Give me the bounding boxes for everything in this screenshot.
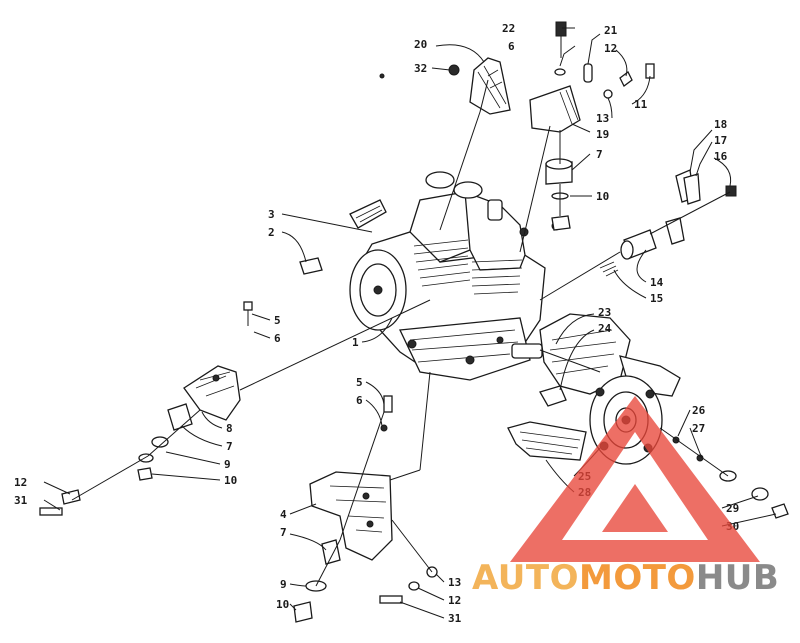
callout-2: 2 [268,226,275,239]
callout-32: 32 [414,62,427,75]
isolator-7-left [167,403,193,431]
automotohub-logo [510,396,760,562]
callout-10: 10 [276,598,289,611]
logo-triangle-icon [510,396,760,562]
callout-7: 7 [280,526,287,539]
callout-numbers: 20 32 22 6 21 12 11 13 19 7 10 18 17 16 … [14,22,739,625]
assembly-centerlines [71,79,731,587]
callout-16: 16 [714,150,728,163]
callout-9: 9 [280,578,287,591]
callout-3: 3 [268,208,275,221]
wordmark-auto: AUTO [472,558,579,598]
callout-22: 22 [502,22,515,35]
callout-1: 1 [352,336,359,349]
callout-6: 6 [508,40,515,53]
mount-bracket-20 [469,57,511,115]
callout-11: 11 [634,98,648,111]
callout-26: 26 [692,404,706,417]
engine-assembly [349,171,561,381]
wordmark-moto: MOTO [578,558,696,598]
decal-3 [349,199,387,229]
callout-6: 6 [274,332,281,345]
callout-21: 21 [604,24,618,37]
callout-24: 24 [598,322,612,335]
callout-15: 15 [650,292,663,305]
callout-7: 7 [226,440,233,453]
callout-9: 9 [224,458,231,471]
callout-8: 8 [226,422,233,435]
callout-12: 12 [604,42,617,55]
callout-29: 29 [726,502,739,515]
callout-14: 14 [650,276,664,289]
callout-13: 13 [596,112,609,125]
callout-4: 4 [280,508,287,521]
automotohub-wordmark: AUTOMOTOHUB [472,558,779,598]
callout-5: 5 [274,314,281,327]
callout-27: 27 [692,422,705,435]
isolator-7-bottom [321,539,341,565]
callout-31: 31 [448,612,462,625]
callout-18: 18 [714,118,727,131]
callout-19: 19 [596,128,609,141]
mount-bracket-19 [529,85,581,133]
mount-bracket-8 [183,365,241,421]
callout-10: 10 [596,190,609,203]
callout-13: 13 [448,576,461,589]
logo-triangle-inner-icon [602,484,668,532]
decal-2 [299,257,323,275]
callout-6: 6 [356,394,363,407]
callout-31: 31 [14,494,28,507]
wordmark-hub: HUB [695,558,780,598]
callout-10: 10 [224,474,237,487]
callout-12: 12 [14,476,27,489]
callout-5: 5 [356,376,363,389]
callout-7: 7 [596,148,603,161]
callout-20: 20 [414,38,427,51]
callout-23: 23 [598,306,611,319]
callout-12: 12 [448,594,461,607]
callout-17: 17 [714,134,727,147]
